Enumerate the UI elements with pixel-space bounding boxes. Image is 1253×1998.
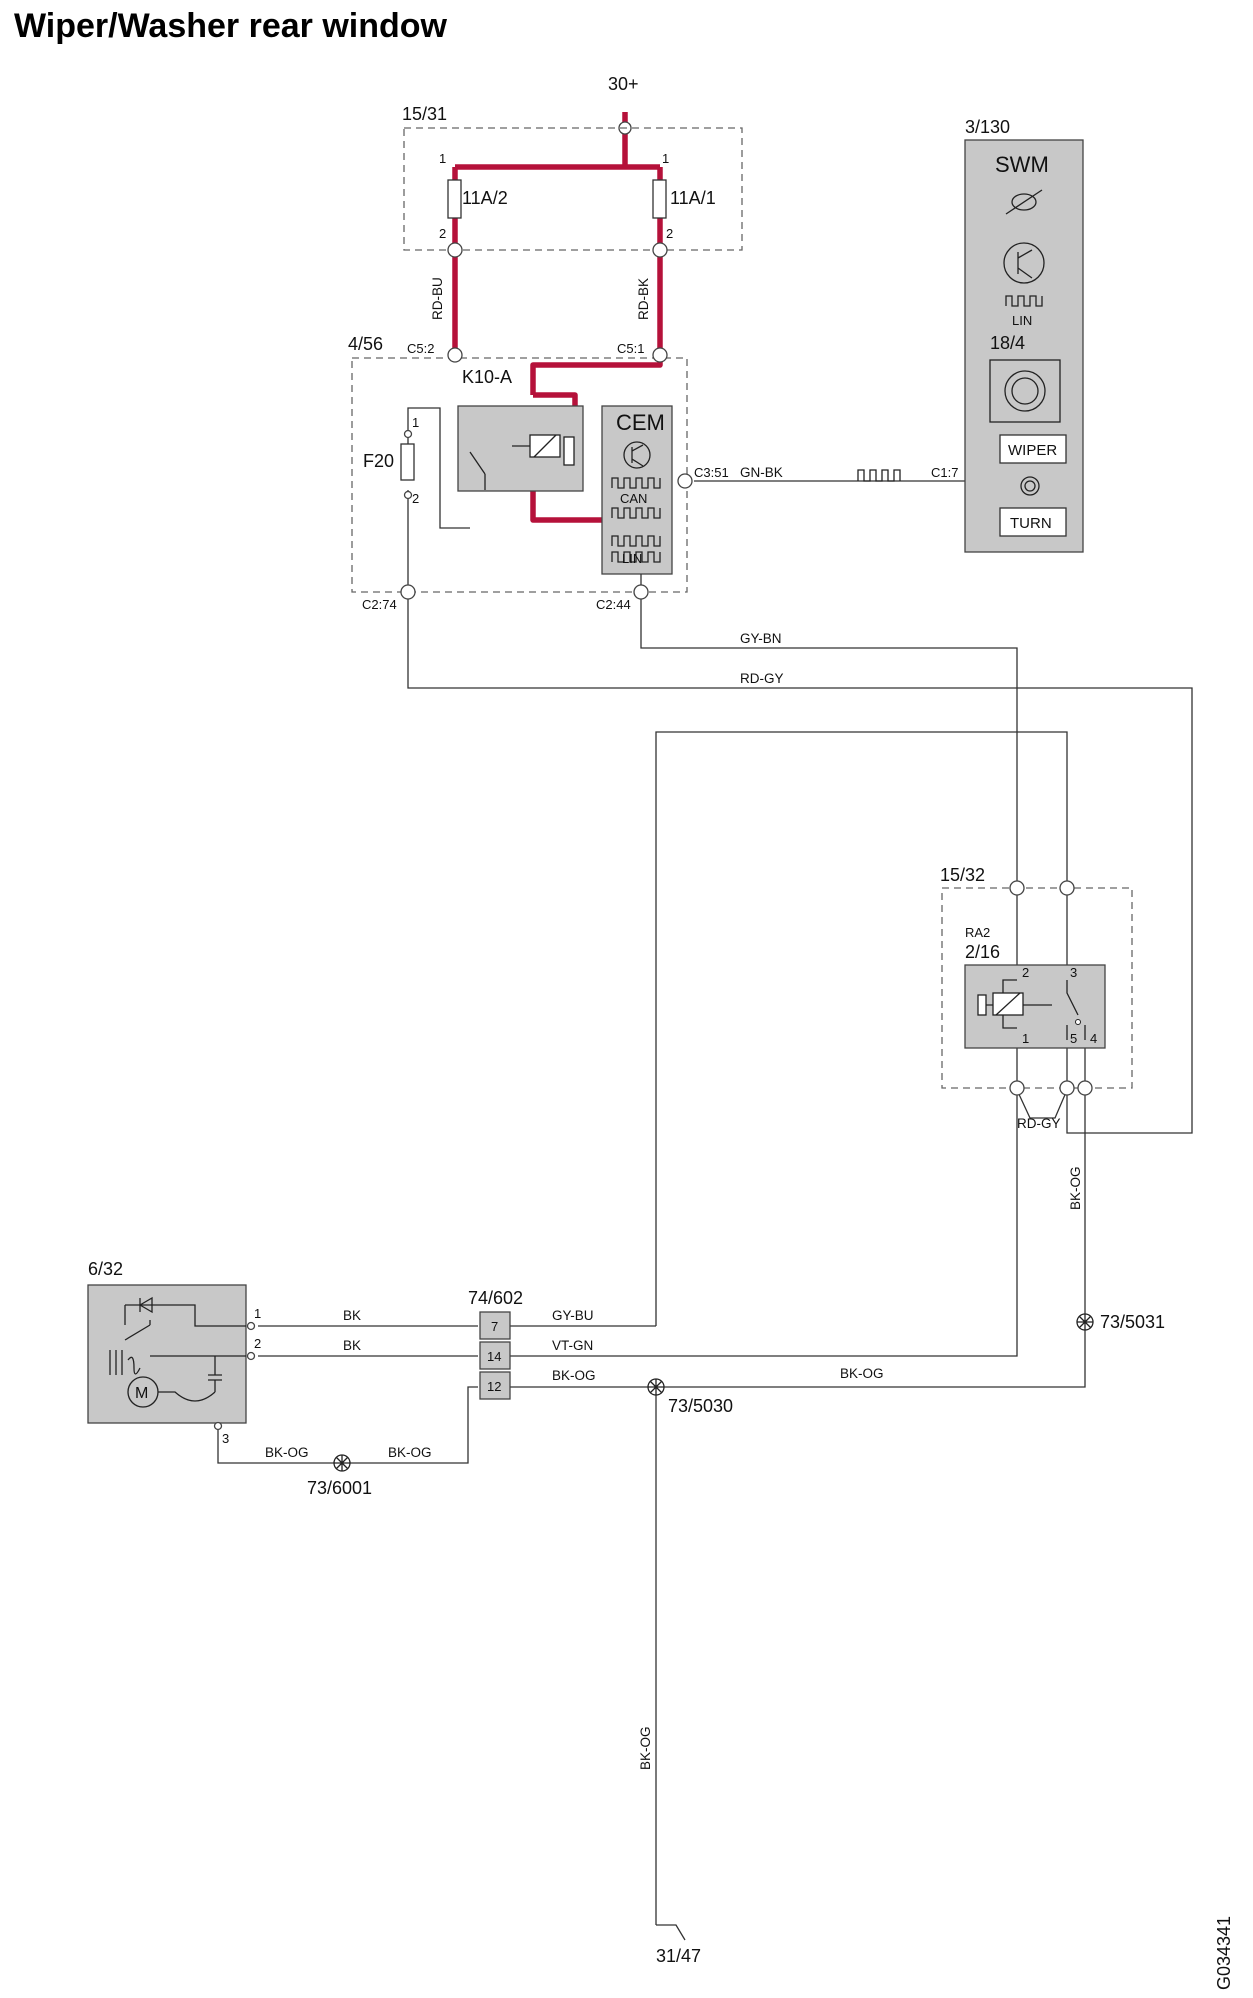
relay-ref: 2/16 [965,942,1000,962]
swm-label: SWM [995,152,1049,177]
ground-6001: 73/6001 BK-OG BK-OG [265,1445,432,1498]
motor-pin-1: 1 [254,1306,261,1321]
ground-5030-label: 73/5030 [668,1396,733,1416]
motor-pin-2: 2 [254,1336,261,1351]
fuse-left-label: 11A/2 [462,188,508,208]
swm-module: 3/130 SWM LIN 18/4 WIPER TURN [964,117,1084,553]
ground-5030: 73/5030 [647,1378,733,1416]
fuse-box-ref: 15/31 [402,104,447,124]
chassis-ground: 31/47 [656,1946,701,1966]
wire-bk-og-vert: BK-OG [638,1726,653,1770]
relay-box-ref: 15/32 [940,865,985,885]
wire-bk-og-right: BK-OG [840,1366,884,1381]
chassis-ground-label: 31/47 [656,1946,701,1966]
wire-bk-og-conn: BK-OG [552,1368,596,1383]
relay-pin-4: 4 [1090,1031,1097,1046]
motor-ref: 6/32 [88,1259,123,1279]
wire-bk-og-relay: BK-OG [1068,1166,1083,1210]
wiper-motor: 6/32 M 1 2 3 [87,1259,261,1446]
lamp-icon [1011,193,1037,211]
supply-30plus: 30+ [608,74,639,135]
motor-pin-3: 3 [222,1431,229,1446]
f20-pin-2: 2 [412,491,419,506]
connector-74-602: 74/602 7 14 12 [468,1288,523,1400]
cem-module: 4/56 C5:2 C5:1 K10-A F20 1 2 CEM CAN LIN [348,334,729,612]
swm-lin-label: LIN [1012,313,1032,328]
rotary-icon [1020,476,1040,496]
fuse-right-label: 11A/1 [670,188,716,208]
conn-c2-44: C2:44 [596,597,631,612]
ground-5031-label: 73/5031 [1100,1312,1165,1332]
relay-ra2 [964,964,1106,1049]
conn-c5-1: C5:1 [617,341,644,356]
conn-c2-74: C2:74 [362,597,397,612]
wiper-switch [999,434,1067,464]
relay-k10a-label: K10-A [462,367,512,387]
connector-pin-7: 7 [491,1319,498,1334]
conn-c1-7: C1:7 [931,465,958,480]
wire-gy-bn: GY-BN [740,631,782,646]
cem-lin-label: LIN [622,551,642,566]
fuse-right [652,179,667,219]
svg-text:M: M [135,1385,148,1402]
relay-k10a [457,405,584,492]
lin-signal-icon [857,469,901,482]
relay-box: 15/32 RA2 2/16 2 3 1 5 4 RD-GY BK-OG [940,865,1133,1210]
fuse-left-pin-2: 2 [439,226,446,241]
drawing-number: G034341 [1214,1916,1234,1990]
wire-rd-gy-top: RD-GY [740,671,784,686]
signal-wires [217,407,1193,1941]
connector-ref: 74/602 [468,1288,523,1308]
cem-ref: 4/56 [348,334,383,354]
connector-pin-14: 14 [487,1349,501,1364]
wire-gn-bk: GN-BK [740,465,783,480]
connector-pin-12: 12 [487,1379,501,1394]
fuse-left [447,179,462,219]
switch-unit [989,359,1061,423]
diagram-title: Wiper/Washer rear window [14,7,447,45]
fuse-right-pin-2: 2 [666,226,673,241]
wire-bk-1: BK [343,1308,361,1323]
wire-gy-bu: GY-BU [552,1308,594,1323]
wire-bk-og-g2: BK-OG [388,1445,432,1460]
turn-label: TURN [1010,515,1052,532]
relay-pin-2: 2 [1022,965,1029,980]
relay-id: RA2 [965,925,990,940]
transistor-icon [1003,242,1045,284]
fuse-f20 [400,443,415,481]
cem-can-label: CAN [620,491,647,506]
fuse-box: 15/31 11A/2 11A/1 1 1 2 2 RD-BU RD-BK [402,104,743,320]
fuse-left-pin-1: 1 [439,151,446,166]
relay-pin-1: 1 [1022,1031,1029,1046]
wire-rd-bk: RD-BK [636,278,651,320]
conn-c5-2: C5:2 [407,341,434,356]
wire-bk-2: BK [343,1338,361,1353]
swm-ref: 3/130 [965,117,1010,137]
conn-c3-51: C3:51 [694,465,729,480]
ground-5031: 73/5031 [1076,1312,1165,1332]
relay-pin-3: 3 [1070,965,1077,980]
turn-switch [999,507,1067,537]
fuse-right-pin-1: 1 [662,151,669,166]
wire-rd-bu: RD-BU [430,277,445,320]
f20-pin-1: 1 [412,415,419,430]
wire-bk-og-g1: BK-OG [265,1445,309,1460]
fuse-f20-label: F20 [363,451,394,471]
switch-ref: 18/4 [990,333,1025,353]
wire-vt-gn: VT-GN [552,1338,593,1353]
supply-label: 30+ [608,74,639,94]
transistor-icon [623,441,651,469]
wire-rd-gy-relay: RD-GY [1017,1116,1061,1131]
relay-pin-5: 5 [1070,1031,1077,1046]
ground-6001-label: 73/6001 [307,1478,372,1498]
cem-label: CEM [616,410,665,435]
wiper-label: WIPER [1008,442,1057,459]
